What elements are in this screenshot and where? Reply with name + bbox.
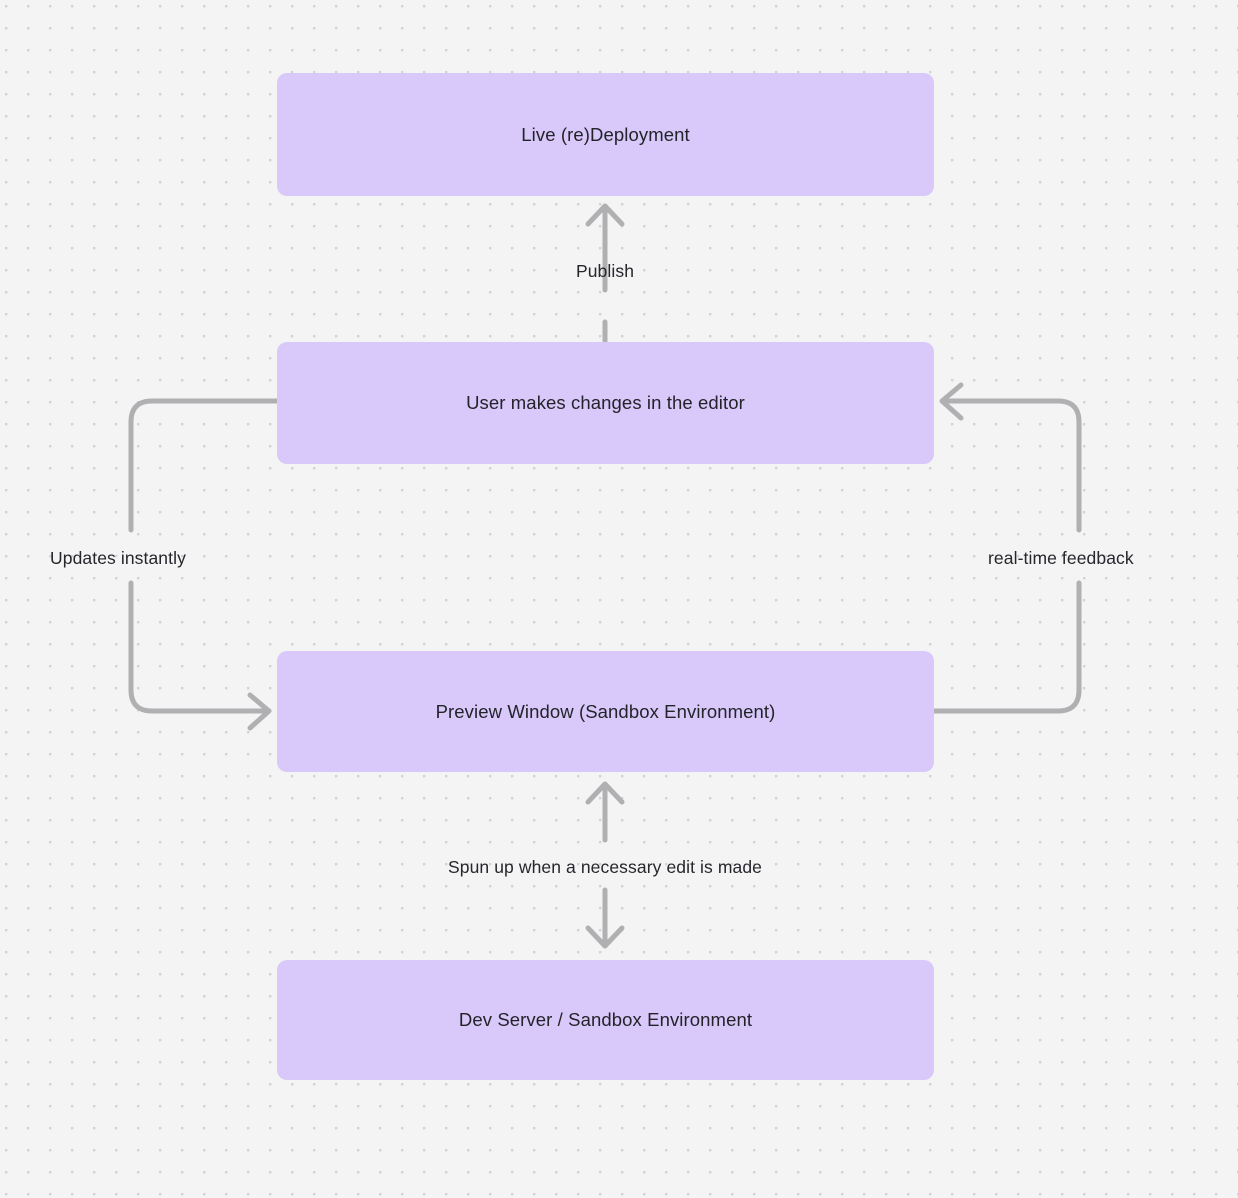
edge-label-publish: Publish [575,261,635,281]
node-live-deployment[interactable]: Live (re)Deployment [277,73,934,196]
node-label: Preview Window (Sandbox Environment) [435,700,776,722]
edge-label-updates-instantly: Updates instantly [50,548,186,568]
node-label: Dev Server / Sandbox Environment [458,1009,753,1030]
edge-label-real-time-feedback: real-time feedback [988,548,1134,568]
node-label: User makes changes in the editor [466,392,745,413]
edge-label-spun-up: Spun up when a necessary edit is made [447,857,763,877]
node-label: Live (re)Deployment [521,123,690,145]
node-dev-server[interactable]: Dev Server / Sandbox Environment [277,960,934,1080]
node-user-edits[interactable]: User makes changes in the editor [277,342,934,464]
node-preview-window[interactable]: Preview Window (Sandbox Environment) [277,651,934,772]
